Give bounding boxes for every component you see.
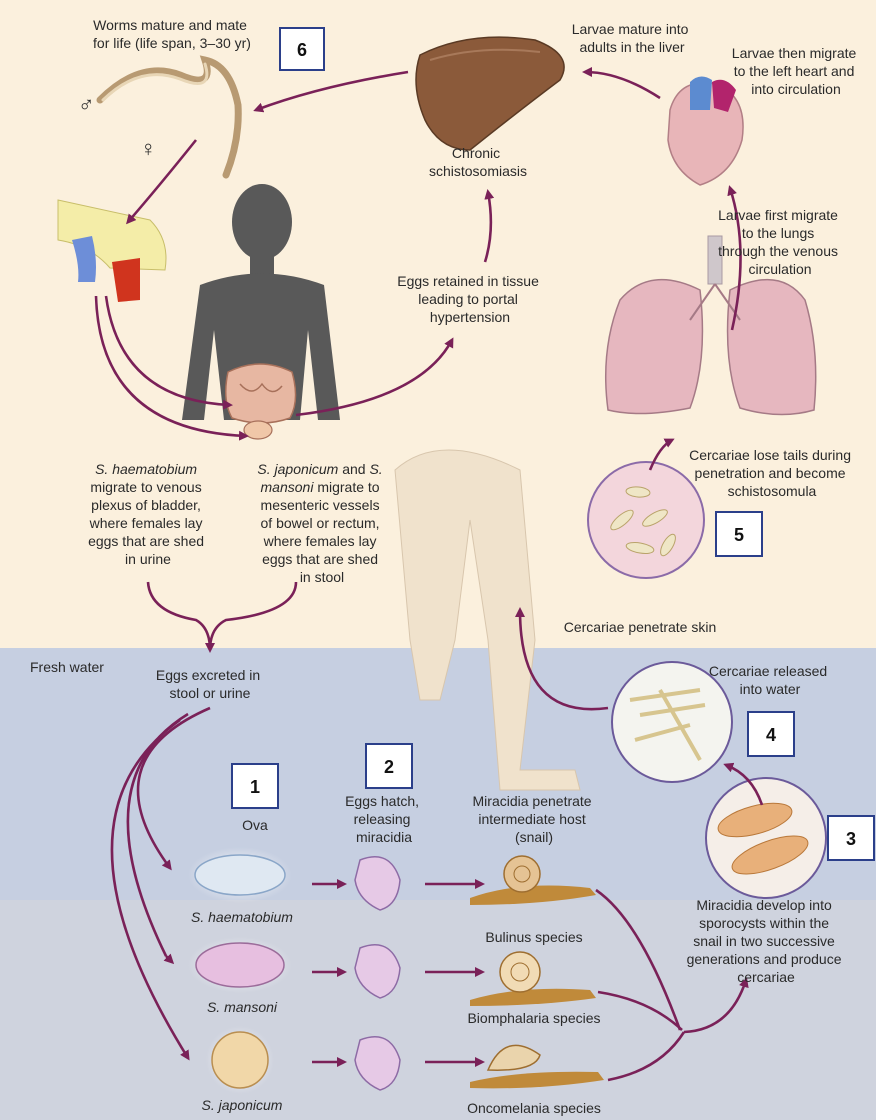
step-box-2: 2 bbox=[366, 744, 412, 788]
step-box-6: 6 bbox=[280, 28, 324, 70]
sporocysts-circle bbox=[706, 778, 826, 898]
svg-text:5: 5 bbox=[734, 525, 744, 545]
label-snail-oncomelania: Oncomelania species bbox=[467, 1100, 601, 1116]
female-symbol-icon: ♀ bbox=[140, 136, 157, 161]
label-snail-biomphalaria: Biomphalaria species bbox=[467, 1010, 600, 1026]
male-symbol-icon: ♂ bbox=[78, 92, 95, 117]
svg-text:1: 1 bbox=[250, 777, 260, 797]
svg-text:2: 2 bbox=[384, 757, 394, 777]
svg-text:4: 4 bbox=[766, 725, 776, 745]
label-snail-bulinus: Bulinus species bbox=[485, 929, 582, 945]
label-fresh-water: Fresh water bbox=[30, 659, 104, 675]
step-box-1: 1 bbox=[232, 764, 278, 808]
cercariae-circle bbox=[612, 662, 732, 782]
schistosomula-circle bbox=[588, 462, 704, 578]
svg-text:6: 6 bbox=[297, 40, 307, 60]
svg-text:3: 3 bbox=[846, 829, 856, 849]
step-box-4: 4 bbox=[748, 712, 794, 756]
label-eggs-hatch: Eggs hatch, releasing miracidia bbox=[345, 793, 423, 845]
step-box-3: 3 bbox=[828, 816, 874, 860]
label-cercariae-penetrate: Cercariae penetrate skin bbox=[564, 619, 717, 635]
step-box-5: 5 bbox=[716, 512, 762, 556]
label-ova-japonicum: S. japonicum bbox=[202, 1097, 283, 1113]
label-ova: Ova bbox=[242, 817, 268, 833]
miracidia-icon bbox=[355, 857, 400, 1090]
label-ova-haematobium: S. haematobium bbox=[191, 909, 293, 925]
label-japonicum-mansoni: S. japonicum and S. mansoni migrate to m… bbox=[257, 461, 386, 585]
label-ova-mansoni: S. mansoni bbox=[207, 999, 278, 1015]
